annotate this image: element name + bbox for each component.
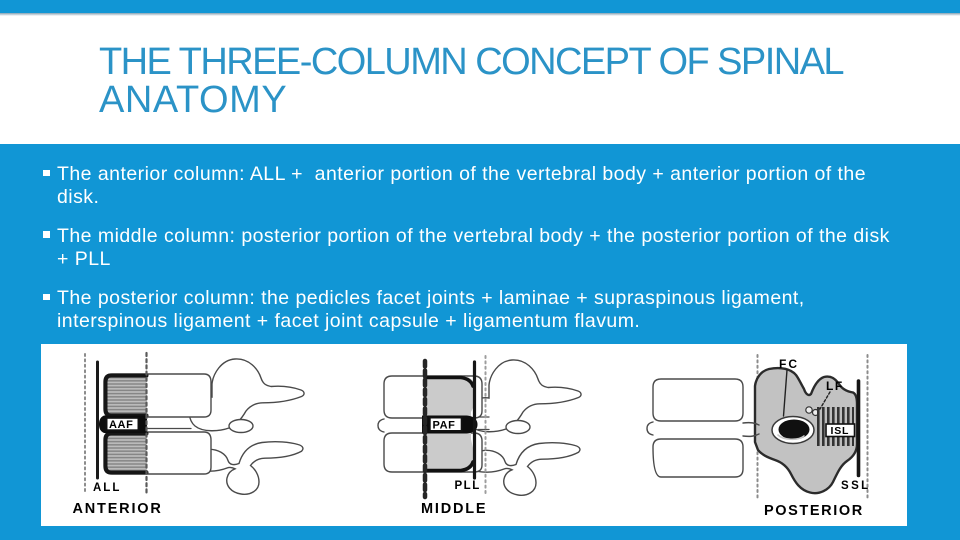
- svg-text:SSL: SSL: [841, 480, 871, 492]
- svg-text:ALL: ALL: [93, 482, 121, 494]
- svg-text:LF: LF: [826, 379, 844, 393]
- svg-text:AAF: AAF: [109, 419, 133, 431]
- svg-text:ISL: ISL: [831, 425, 850, 437]
- svg-text:PAF: PAF: [433, 419, 456, 431]
- svg-text:FC: FC: [779, 357, 799, 371]
- svg-text:POSTERIOR: POSTERIOR: [764, 503, 864, 519]
- svg-text:MIDDLE: MIDDLE: [421, 501, 487, 517]
- svg-text:ANTERIOR: ANTERIOR: [73, 501, 163, 517]
- svg-text:PLL: PLL: [455, 480, 481, 492]
